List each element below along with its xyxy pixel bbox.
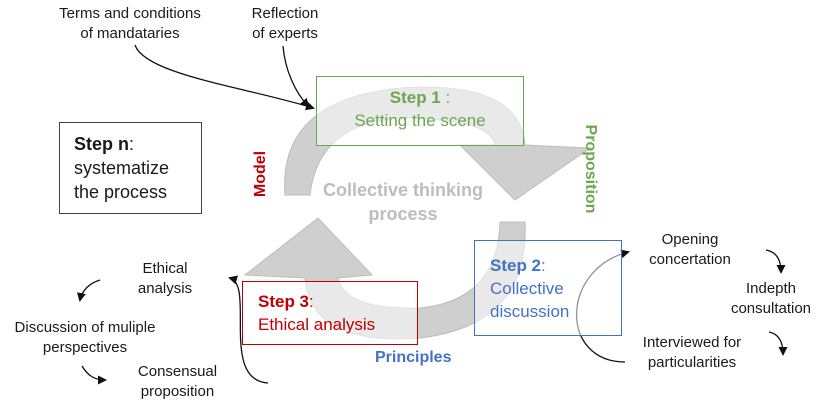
step2-box	[474, 240, 622, 336]
ethical-item-1-line2: analysis	[137, 280, 193, 297]
step1-box	[316, 76, 524, 146]
step1-sep: :	[440, 88, 451, 107]
step2-line2: discussion	[490, 302, 570, 321]
cycle-center-label: Collective thinking process	[318, 178, 488, 226]
step2-sep: :	[541, 256, 546, 275]
stepn-line1: systematize	[74, 158, 170, 178]
discussion-item-1-line2: concertation	[649, 251, 731, 268]
step3-sep: :	[309, 292, 314, 311]
ethical-item-2-line2: perspectives	[42, 339, 128, 356]
ethical-item-1: Ethical analysis	[110, 259, 220, 299]
step1-title: Step 1	[389, 88, 441, 107]
discussion-item-2-line1: Indepth	[745, 280, 797, 297]
stepn-line2: the process	[74, 182, 168, 202]
side-label-principles: Principles	[375, 349, 452, 366]
step1-label: Step 1 : Setting the scene	[316, 86, 524, 132]
step3-label: Step 3: Ethical analysis	[258, 290, 375, 336]
step3-desc: Ethical analysis	[258, 315, 376, 334]
cycle-center-line2: process	[368, 204, 438, 224]
input-terms-line1: Terms and conditions	[59, 5, 201, 22]
stepn-title: Step n	[74, 134, 130, 154]
side-label-model: Model	[252, 150, 269, 198]
connector-terms	[134, 44, 315, 111]
side-label-proposition: Proposition	[582, 124, 599, 214]
discussion-item-3: Interviewed for particularities	[628, 333, 756, 373]
step1-desc: Setting the scene	[354, 111, 486, 130]
input-terms-line2: of mandataries	[80, 25, 180, 42]
ethical-item-2-line1: Discussion of muliple	[14, 319, 156, 336]
connector-ethical-out	[228, 275, 269, 384]
connector-discussion-2	[768, 331, 788, 356]
connector-discussion-1	[765, 249, 786, 274]
input-terms: Terms and conditions of mandataries	[30, 4, 230, 44]
input-reflection: Reflection of experts	[235, 4, 335, 44]
step3-box	[242, 281, 418, 345]
input-reflection-line1: Reflection	[251, 5, 319, 22]
connector-ethical-1	[76, 279, 101, 302]
step2-label: Step 2: Collective discussion	[490, 254, 569, 323]
ethical-item-3-line1: Consensual	[137, 363, 218, 380]
discussion-item-3-line1: Interviewed for	[642, 334, 742, 351]
discussion-item-3-line2: particularities	[647, 354, 737, 371]
input-reflection-line2: of experts	[252, 25, 318, 42]
ethical-item-3-line2: proposition	[140, 383, 215, 400]
discussion-item-2: Indepth consultation	[716, 279, 826, 319]
step3-title: Step 3	[258, 292, 310, 311]
stepn-label: Step n: systematize the process	[74, 132, 169, 204]
step2-line1: Collective	[490, 279, 564, 298]
ethical-item-2: Discussion of muliple perspectives	[0, 318, 170, 358]
cycle-center-line1: Collective thinking	[322, 180, 484, 200]
discussion-item-2-line2: consultation	[730, 300, 812, 317]
stepn-sep: :	[129, 134, 135, 154]
stepn-box	[59, 122, 202, 214]
connector-reflection	[282, 45, 310, 108]
step2-title: Step 2	[490, 256, 542, 275]
connector-ethical-2	[81, 365, 107, 385]
ethical-item-1-line1: Ethical	[142, 260, 188, 277]
ethical-item-3: Consensual proposition	[115, 362, 240, 402]
discussion-item-1: Opening concertation	[630, 230, 750, 270]
discussion-item-1-line1: Opening	[661, 231, 719, 248]
